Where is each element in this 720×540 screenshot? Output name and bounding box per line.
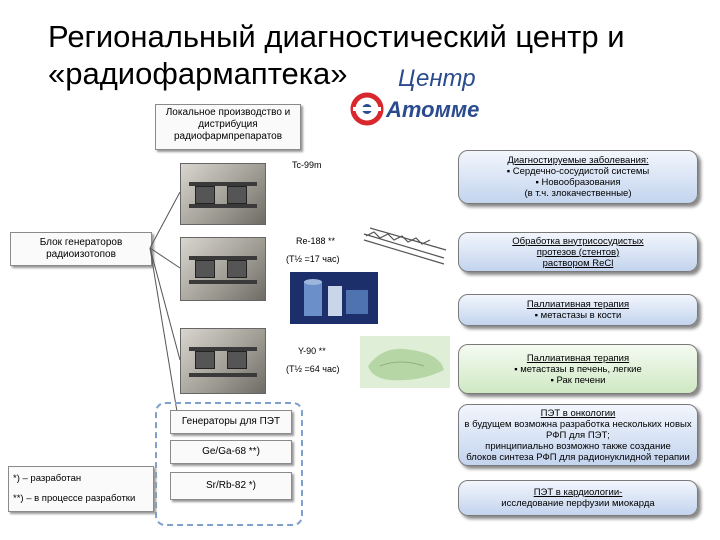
stent-treatment-line-2: протезов (стентов) (536, 246, 620, 258)
atommed-logo: Атоммед (350, 92, 480, 126)
diagnosed-item-2: ▪ Новообразования (535, 177, 621, 188)
palliative-bone-title: Паллиативная терапия (526, 299, 630, 310)
generator-block-label: Блок генераторов радиоизотопов (39, 237, 123, 260)
stent-image (363, 227, 447, 265)
logo-text: Атоммед (385, 97, 480, 122)
stent-treatment-box: Обработка внутрисосудистых протезов (сте… (458, 232, 698, 272)
sr-rb-82-box: Sr/Rb-82 *) (170, 472, 292, 500)
generator-photo-2 (180, 237, 266, 301)
footnote-in-development: **) – в процессе разработки (13, 493, 136, 504)
sr-rb-82-label: Sr/Rb-82 *) (205, 480, 256, 491)
generator-photo-3 (180, 328, 266, 394)
generator-block-box: Блок генераторов радиоизотопов (10, 232, 152, 266)
pet-oncology-line-1: в будущем возможна разработка нескольких… (464, 418, 692, 430)
isotope-y90-halflife: (T½ =64 час) (286, 364, 340, 374)
isotope-y90: Y-90 ** (298, 346, 326, 356)
pet-generators-header: Генераторы для ПЭТ (181, 416, 281, 427)
palliative-liver-item-1: ▪ метастазы в печень, легкие (514, 363, 642, 375)
pet-oncology-title: ПЭТ в онкологии (540, 407, 616, 419)
title-line-1: Региональный диагностический центр и (48, 19, 625, 54)
palliative-liver-box: Паллиативная терапия ▪ метастазы в печен… (458, 344, 698, 394)
footnote-developed: *) – разработан (13, 473, 82, 484)
isotope-re188: Re-188 ** (296, 236, 336, 246)
palliative-bone-item: ▪ метастазы в кости (534, 310, 622, 321)
vials-image (290, 272, 378, 324)
title-line-2: «радиофармаптека» (48, 56, 348, 91)
local-production-label: Локальное производство и дистрибуция рад… (165, 107, 291, 142)
center-label: Центр (398, 65, 476, 92)
ge-ga-68-box: Ge/Ga-68 **) (170, 440, 292, 464)
pet-oncology-line-3: принципиально возможно также создание (485, 440, 671, 452)
palliative-bone-box: Паллиативная терапия ▪ метастазы в кости (458, 294, 698, 326)
isotope-re188-halflife: (T½ =17 час) (286, 254, 340, 264)
page-title: Региональный диагностический центр и «ра… (48, 18, 625, 92)
diagnosed-item-3: (в т.ч. злокачественные) (524, 188, 632, 199)
palliative-liver-title: Паллиативная терапия (526, 352, 630, 364)
stent-treatment-line-1: Обработка внутрисосудистых (512, 235, 644, 247)
pet-oncology-box: ПЭТ в онкологии в будущем возможна разра… (458, 404, 698, 466)
palliative-liver-item-2: ▪ Рак печени (550, 374, 606, 386)
local-production-box: Локальное производство и дистрибуция рад… (155, 104, 301, 150)
footnotes-box: *) – разработан **) – в процессе разрабо… (8, 466, 154, 512)
pet-cardiology-box: ПЭТ в кардиологии- исследование перфузии… (458, 480, 698, 516)
liver-image (360, 336, 450, 388)
diagnosed-diseases-title: Диагностируемые заболевания: (507, 155, 649, 166)
pet-oncology-line-4: блоков синтеза РФП для радионуклидной те… (466, 451, 690, 463)
diagnosed-diseases-box: Диагностируемые заболевания: ▪ Сердечно-… (458, 150, 698, 204)
diagnosed-item-1: ▪ Сердечно-сосудистой системы (506, 166, 650, 177)
ge-ga-68-label: Ge/Ga-68 **) (202, 446, 260, 457)
pet-oncology-line-2: РФП для ПЭТ; (546, 429, 610, 441)
pet-cardiology-line-1: исследование перфузии миокарда (501, 498, 655, 509)
pet-generators-group (155, 402, 303, 526)
isotope-tc99m: Tc-99m (292, 160, 322, 170)
pet-generators-header-box: Генераторы для ПЭТ (170, 410, 292, 434)
stent-treatment-line-3: раствором ReCl (542, 257, 614, 269)
generator-photo-1 (180, 163, 266, 225)
pet-cardiology-title: ПЭТ в кардиологии- (533, 487, 623, 498)
